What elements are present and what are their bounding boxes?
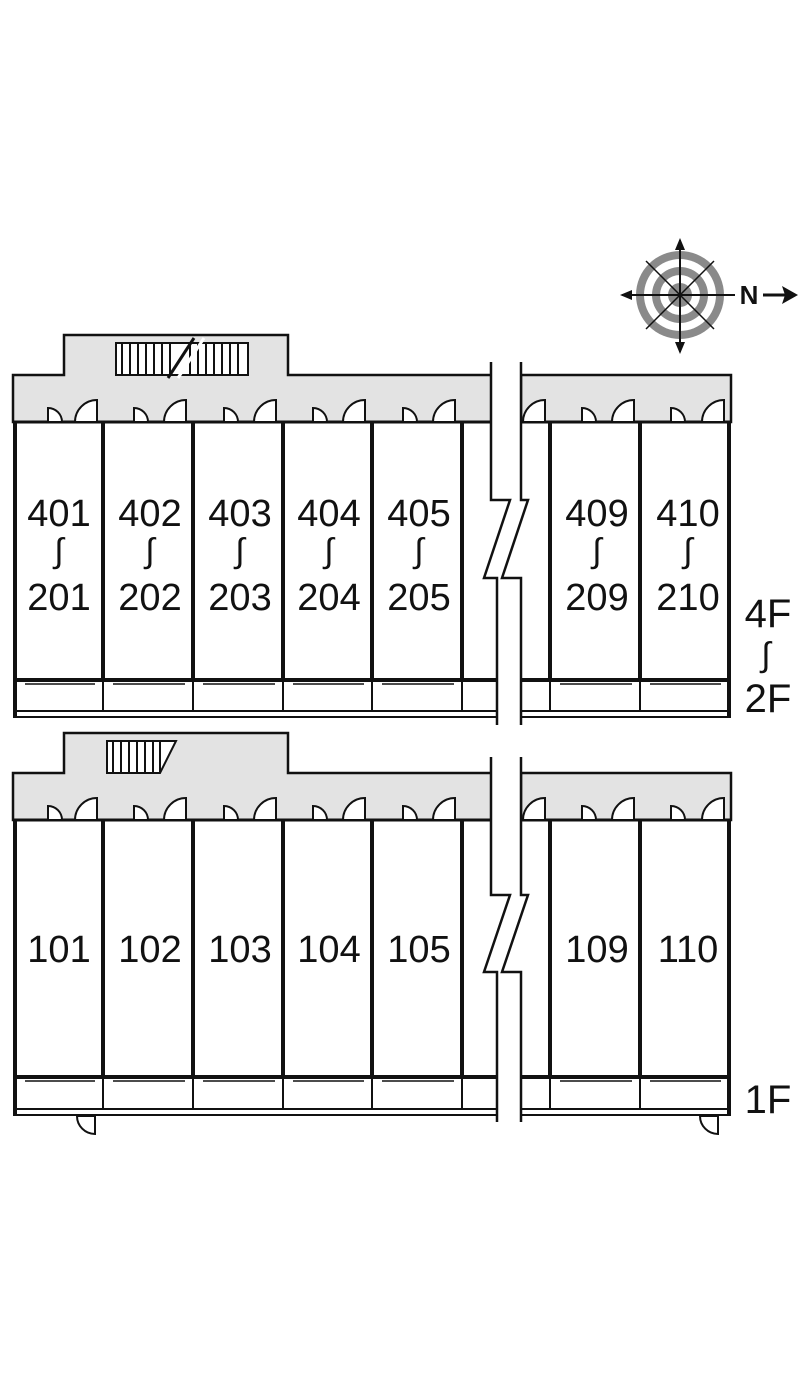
range-mark-401: ∫	[52, 532, 65, 570]
unit-label-405: 405	[387, 493, 450, 535]
unit-label-101: 101	[27, 929, 90, 971]
range-mark-403: ∫	[233, 532, 246, 570]
range-mark-405: ∫	[412, 532, 425, 570]
compass-icon: N	[620, 238, 798, 354]
floor-label-1f: 1F	[745, 1078, 792, 1122]
lower-door-icons	[47, 796, 725, 1136]
unit-label-404: 404	[297, 493, 360, 535]
lower-break-mark	[482, 757, 530, 1122]
unit-label-402: 402	[118, 493, 181, 535]
unit-label-105: 105	[387, 929, 450, 971]
upper-door-icons	[47, 398, 725, 423]
floor-range-mark: ∫	[759, 636, 772, 674]
floor-label-4f: 4F	[745, 592, 792, 636]
unit-label-210: 210	[656, 577, 719, 619]
upper-block: 401 402 403 404 405 409 410 ∫ ∫ ∫ ∫ ∫ ∫ …	[11, 333, 733, 725]
stair-icon	[115, 337, 249, 379]
unit-label-202: 202	[118, 577, 181, 619]
upper-unit-walls	[13, 420, 731, 718]
stair-icon	[106, 740, 178, 774]
unit-label-103: 103	[208, 929, 271, 971]
unit-label-409: 409	[565, 493, 628, 535]
unit-label-104: 104	[297, 929, 360, 971]
unit-label-209: 209	[565, 577, 628, 619]
unit-label-401: 401	[27, 493, 90, 535]
lower-block: 101 102 103 104 105 109 110	[11, 731, 733, 1136]
range-mark-410: ∫	[681, 532, 694, 570]
lower-unit-walls	[13, 818, 731, 1116]
unit-label-204: 204	[297, 577, 360, 619]
unit-label-102: 102	[118, 929, 181, 971]
range-mark-404: ∫	[322, 532, 335, 570]
unit-label-201: 201	[27, 577, 90, 619]
north-label: N	[740, 280, 759, 310]
range-mark-409: ∫	[590, 532, 603, 570]
unit-label-109: 109	[565, 929, 628, 971]
upper-break-mark	[482, 362, 530, 725]
floor-label-2f: 2F	[745, 677, 792, 721]
unit-label-205: 205	[387, 577, 450, 619]
unit-label-403: 403	[208, 493, 271, 535]
range-mark-402: ∫	[143, 532, 156, 570]
unit-label-203: 203	[208, 577, 271, 619]
unit-label-410: 410	[656, 493, 719, 535]
unit-label-110: 110	[658, 929, 719, 971]
